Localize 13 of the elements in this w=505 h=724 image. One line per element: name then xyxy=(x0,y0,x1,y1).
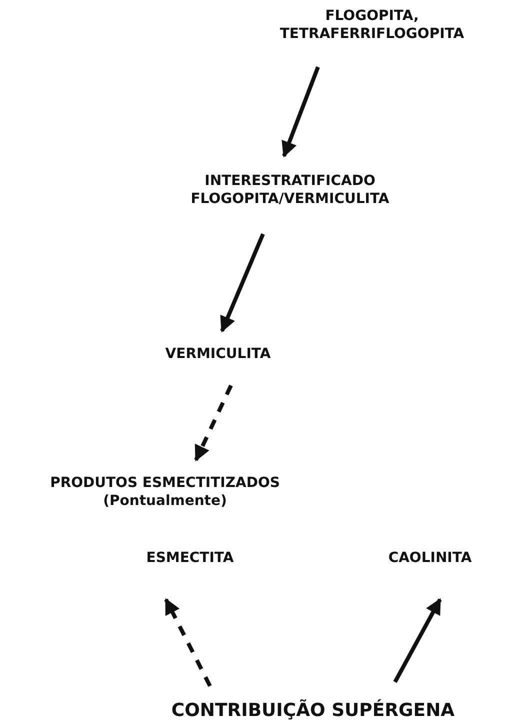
mineral-label: (Pontualmente) xyxy=(102,492,228,510)
arrow xyxy=(164,598,212,687)
mineral-label: INTERESTRATIFICADO FLOGOPITA/VERMICULITA xyxy=(190,173,390,208)
arrow xyxy=(393,598,442,683)
mineral-label: VERMICULITA xyxy=(165,346,271,364)
mineral-label: PRODUTOS ESMECTITIZADOS xyxy=(50,475,280,492)
arrow xyxy=(220,233,265,332)
mineral-label: ESMECTITA xyxy=(146,550,234,568)
mineral-label: FLOGOPITA, TETRAFERRIFLOGOPITA xyxy=(278,8,466,43)
mineral-label: CONTRIBUIÇÃO SUPÉRGENA xyxy=(171,700,455,722)
arrow xyxy=(282,66,320,158)
mineral-label: CAOLINITA xyxy=(388,550,472,568)
arrow xyxy=(194,384,233,462)
